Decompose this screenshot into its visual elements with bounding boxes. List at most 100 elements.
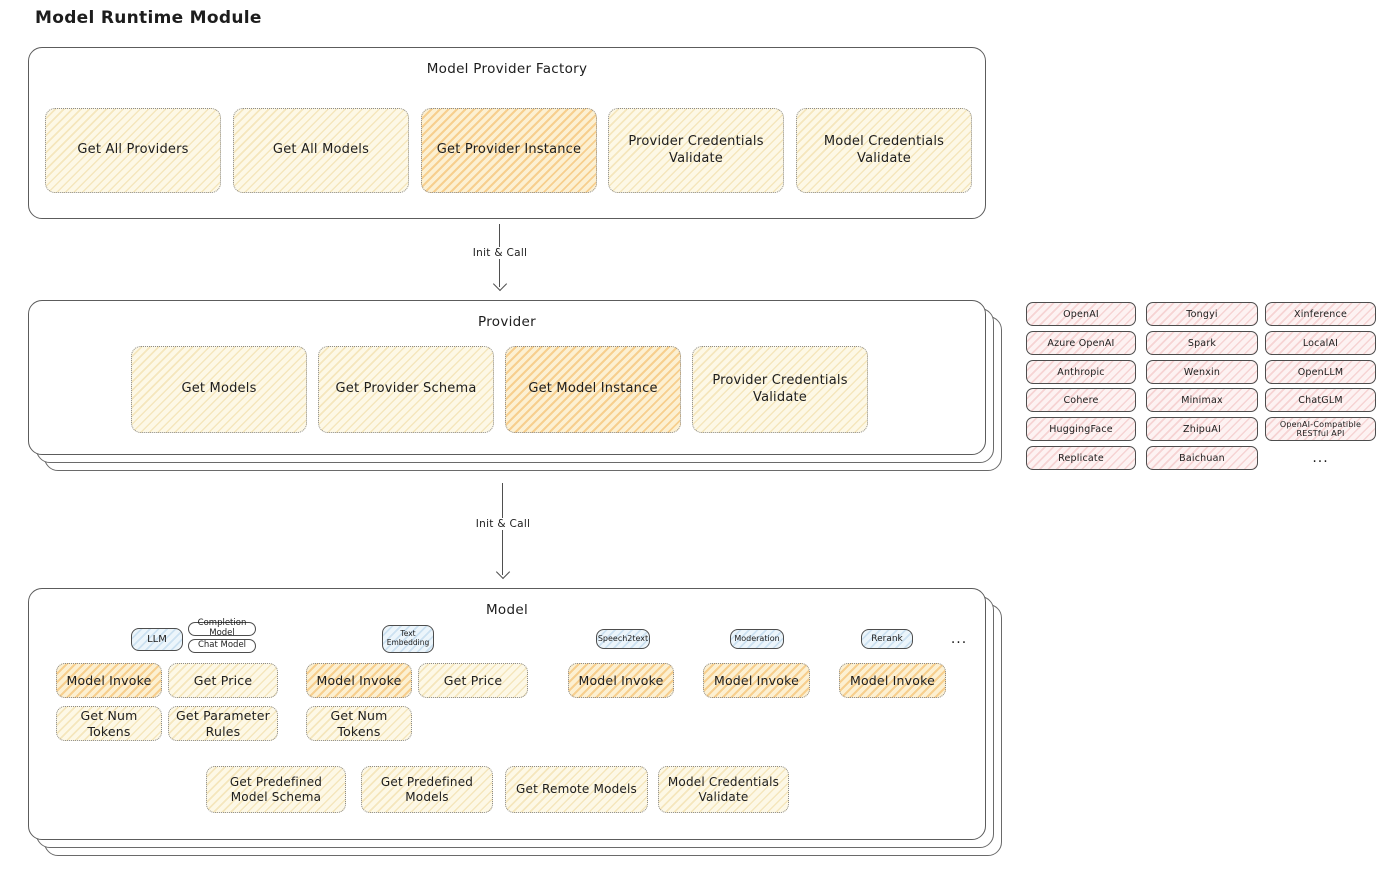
fn-label: Model Invoke (713, 672, 800, 688)
tag-completion-model: Completion Model (188, 618, 256, 638)
tag-moderation: Moderation (730, 629, 784, 649)
get-predefined-model-schema-box: Get Predefined Model Schema (206, 766, 346, 813)
diagram-title: Model Runtime Module (35, 8, 262, 28)
provider-chip-wenxin: Wenxin (1146, 360, 1258, 384)
factory-box-get-provider-instance: Get Provider Instance (421, 108, 597, 193)
provider-chip-xinference: Xinference (1265, 302, 1376, 326)
model-tags-more-ellipsis: ... (950, 631, 968, 647)
llm-get-parameter-rules-box: Get Parameter Rules (168, 706, 278, 741)
provider-chip-huggingface: HuggingFace (1026, 417, 1136, 441)
fn-label: Model Invoke (316, 672, 402, 688)
provider-box-label: Get Models (181, 381, 257, 397)
tag-label: Text Embedding (386, 629, 430, 647)
speech2text-model-invoke-box: Model Invoke (568, 663, 674, 698)
provider-container: Provider Get Models Get Provider Schema … (28, 300, 986, 455)
model-credentials-validate-box: Model Credentials Validate (658, 766, 789, 813)
provider-chip-azure-openai: Azure OpenAI (1026, 331, 1136, 355)
chip-label: Tongyi (1186, 308, 1218, 320)
provider-chip-openai: OpenAI (1026, 302, 1136, 326)
chip-label: HuggingFace (1049, 423, 1113, 435)
tag-label: Speech2text (597, 634, 649, 644)
moderation-model-invoke-box: Model Invoke (703, 663, 810, 698)
factory-box-label: Get Provider Instance (436, 142, 582, 158)
provider-box-label: Provider Credentials Validate (712, 373, 848, 405)
chip-label: ZhipuAI (1183, 423, 1221, 435)
model-container: Model LLM Completion Model Chat Model Te… (28, 588, 986, 840)
chip-label: Replicate (1058, 452, 1104, 464)
chip-label: OpenAI (1063, 308, 1099, 320)
fn-label: Model Invoke (66, 672, 152, 688)
fn-label: Get Parameter Rules (176, 707, 270, 739)
text-embedding-model-invoke-box: Model Invoke (306, 663, 412, 698)
chip-label: ChatGLM (1298, 394, 1343, 406)
llm-model-invoke-box: Model Invoke (56, 663, 162, 698)
provider-box-get-provider-schema: Get Provider Schema (318, 346, 494, 433)
tag-text-embedding: Text Embedding (382, 625, 434, 653)
provider-chip-zhipuai: ZhipuAI (1146, 417, 1258, 441)
model-provider-factory-container: Model Provider Factory Get All Providers… (28, 47, 986, 219)
chip-label: Xinference (1294, 308, 1347, 320)
arrow-down-icon (495, 564, 511, 580)
chip-label: Spark (1187, 337, 1217, 349)
provider-chip-replicate: Replicate (1026, 446, 1136, 470)
text-embedding-get-price-box: Get Price (418, 663, 528, 698)
factory-box-get-all-models: Get All Models (233, 108, 409, 193)
provider-box-get-model-instance: Get Model Instance (505, 346, 681, 433)
tag-rerank: Rerank (861, 629, 913, 649)
provider-chip-spark: Spark (1146, 331, 1258, 355)
factory-box-provider-credentials-validate: Provider Credentials Validate (608, 108, 784, 193)
chip-label: Azure OpenAI (1047, 337, 1115, 349)
providers-more-ellipsis: ... (1312, 450, 1329, 466)
fn-label: Get Predefined Model Schema (229, 774, 323, 804)
factory-box-label: Get All Models (272, 142, 370, 158)
provider-chip-openllm: OpenLLM (1265, 360, 1376, 384)
provider-chip-anthropic: Anthropic (1026, 360, 1136, 384)
fn-label: Get Num Tokens (330, 707, 388, 739)
fn-label: Model Credentials Validate (667, 774, 780, 804)
tag-chat-model: Chat Model (188, 639, 256, 653)
llm-get-price-box: Get Price (168, 663, 278, 698)
provider-box-label: Get Provider Schema (335, 381, 477, 397)
init-call-label-1: Init & Call (467, 247, 533, 259)
provider-box-get-models: Get Models (131, 346, 307, 433)
chip-label: Wenxin (1183, 366, 1221, 378)
tag-label: Completion Model (197, 618, 247, 638)
chip-label: OpenAI-Compatible RESTful API (1279, 420, 1362, 438)
get-remote-models-box: Get Remote Models (505, 766, 648, 813)
provider-chip-chatglm: ChatGLM (1265, 388, 1376, 412)
fn-label: Model Invoke (849, 672, 936, 688)
provider-chip-cohere: Cohere (1026, 388, 1136, 412)
chip-label: OpenLLM (1297, 366, 1344, 378)
tag-label: Rerank (871, 633, 903, 644)
fn-label: Model Invoke (578, 672, 664, 688)
tag-speech2text: Speech2text (596, 629, 650, 649)
tag-label: Chat Model (197, 640, 247, 651)
factory-box-label: Provider Credentials Validate (628, 134, 764, 166)
chip-label: Cohere (1063, 394, 1099, 406)
provider-title: Provider (478, 314, 536, 330)
provider-chip-openai-compatible: OpenAI-Compatible RESTful API (1265, 417, 1376, 441)
provider-chip-minimax: Minimax (1146, 388, 1258, 412)
arrow-down-icon (492, 276, 508, 292)
factory-box-label: Get All Providers (77, 142, 189, 158)
tag-label: LLM (147, 633, 167, 645)
provider-box-provider-credentials-validate: Provider Credentials Validate (692, 346, 868, 433)
text-embedding-get-num-tokens-box: Get Num Tokens (306, 706, 412, 741)
factory-box-get-all-providers: Get All Providers (45, 108, 221, 193)
provider-chip-tongyi: Tongyi (1146, 302, 1258, 326)
provider-chip-baichuan: Baichuan (1146, 446, 1258, 470)
fn-label: Get Remote Models (516, 782, 637, 796)
factory-title: Model Provider Factory (426, 61, 588, 77)
tag-label: Moderation (734, 634, 780, 644)
provider-box-label: Get Model Instance (528, 381, 658, 397)
factory-box-label: Model Credentials Validate (823, 134, 945, 166)
chip-label: LocalAI (1302, 337, 1339, 349)
chip-label: Baichuan (1179, 452, 1225, 464)
chip-label: Anthropic (1057, 366, 1105, 378)
fn-label: Get Num Tokens (80, 707, 138, 739)
fn-label: Get Price (443, 672, 503, 688)
tag-llm: LLM (131, 628, 183, 651)
llm-get-num-tokens-box: Get Num Tokens (56, 706, 162, 741)
init-call-label-2: Init & Call (470, 518, 536, 530)
